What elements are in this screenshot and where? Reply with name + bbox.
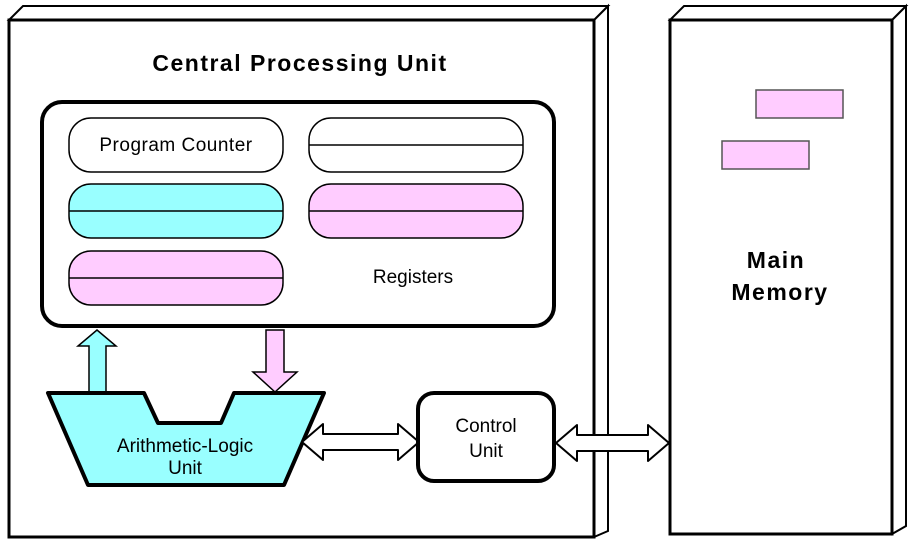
memory-label-line2: Memory xyxy=(731,279,828,305)
memory-cell xyxy=(755,89,844,119)
alu-to-registers-arrow xyxy=(75,329,119,393)
program-counter-label: Program Counter xyxy=(99,135,252,156)
registers-to-alu-arrow xyxy=(251,329,299,394)
arithmetic-logic-unit xyxy=(46,391,326,487)
alu-label-line1: Arithmetic-Logic xyxy=(117,436,253,457)
memory-cell xyxy=(721,140,810,170)
registers-label: Registers xyxy=(373,267,453,288)
control-unit-label-line2: Unit xyxy=(469,441,504,462)
memory-label-line1: Main xyxy=(747,247,805,273)
control-memory-double-arrow xyxy=(555,424,670,462)
control-unit xyxy=(416,391,556,483)
control-unit-label-line1: Control xyxy=(455,416,516,437)
program-counter-register xyxy=(68,117,284,173)
cpu-title: Central Processing Unit xyxy=(152,50,447,76)
alu-label-line2: Unit xyxy=(168,458,203,479)
